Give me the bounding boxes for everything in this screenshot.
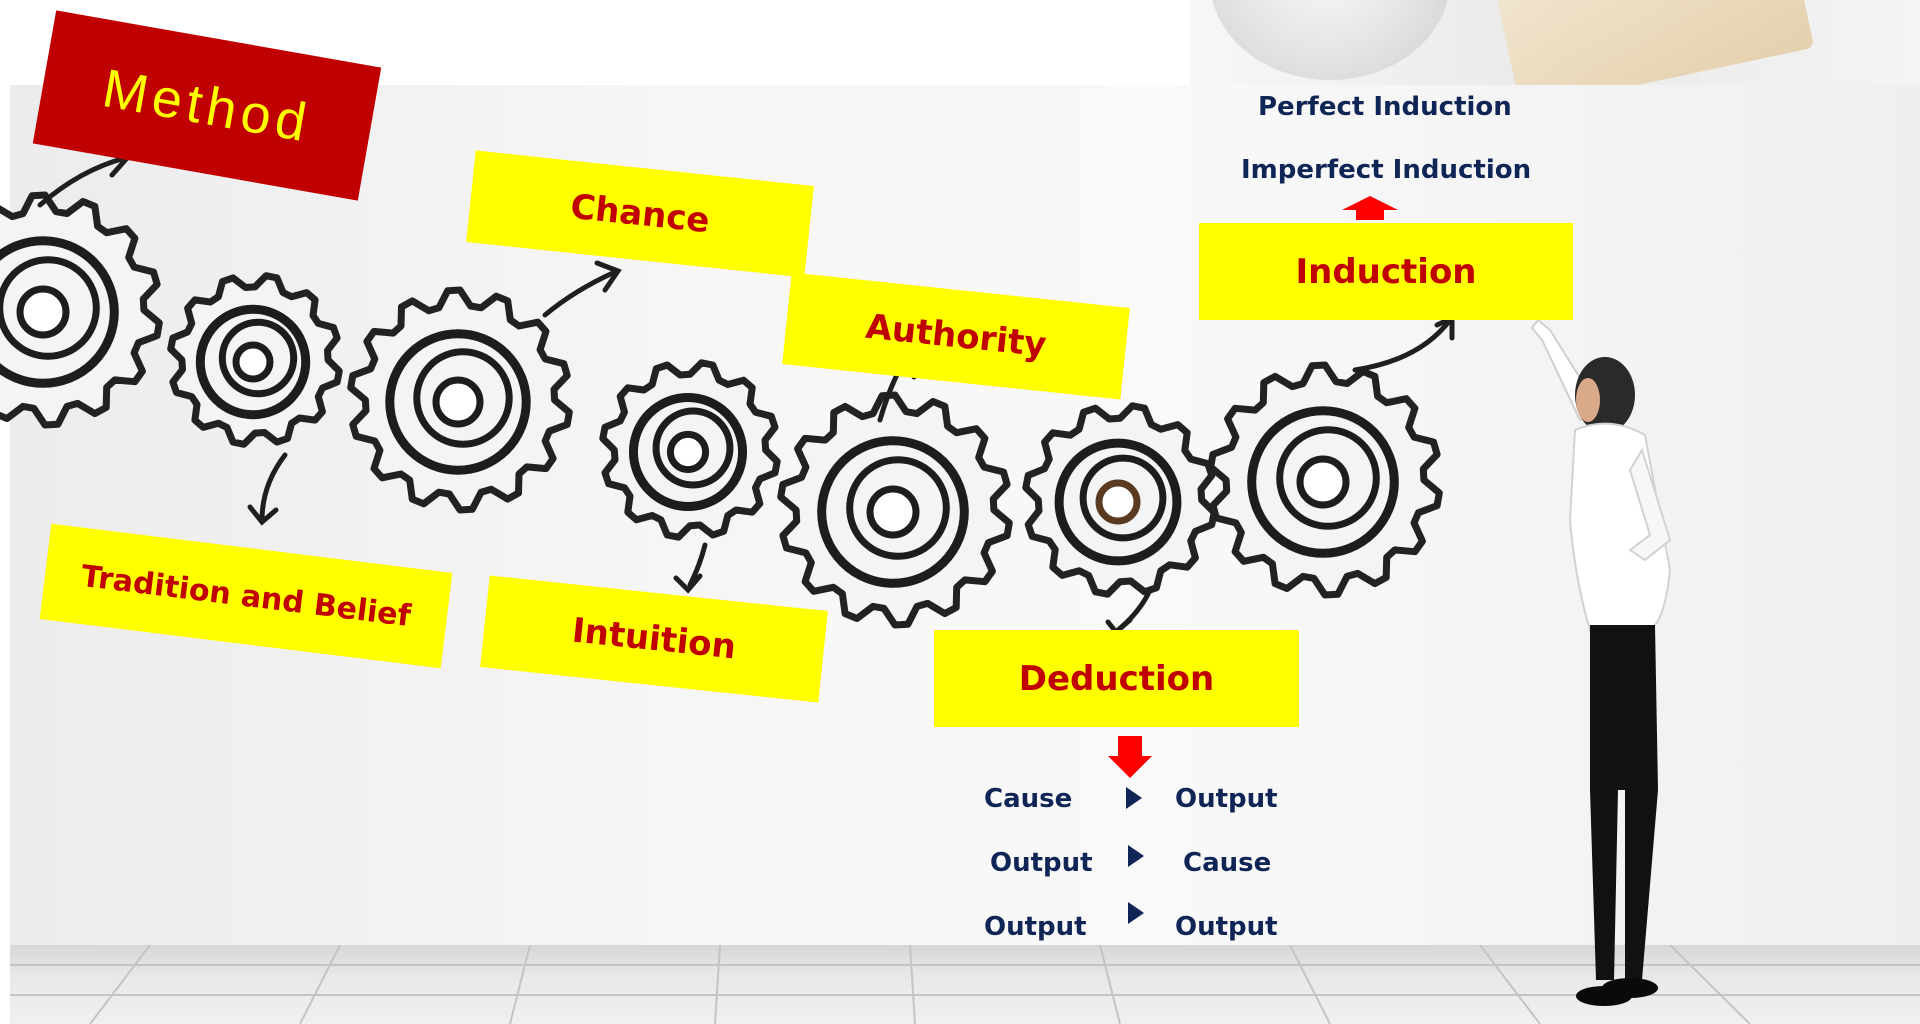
gear-icon: [0, 191, 163, 429]
induction-label: Induction: [1199, 223, 1573, 320]
imperfect-induction-text: Imperfect Induction: [1241, 155, 1532, 185]
gear-icon: [1022, 402, 1218, 598]
deduction-row-2-from: Output: [990, 848, 1093, 878]
arrow-right-icon: [1128, 902, 1144, 924]
deduction-row-3-from: Output: [984, 912, 1087, 942]
deduction-row-1-to: Output: [1175, 784, 1278, 814]
deduction-label: Deduction: [934, 630, 1299, 727]
arrow-right-icon: [1126, 787, 1142, 809]
deduction-row-2-to: Cause: [1183, 848, 1272, 878]
sketch-arrow: [594, 260, 622, 293]
down-arrow-icon: [1108, 736, 1152, 778]
person-image: [1530, 320, 1672, 1006]
deduction-row-1-from: Cause: [984, 784, 1073, 814]
sketch-arrow: [259, 452, 288, 523]
gear-icon: [777, 391, 1013, 629]
sketch-arrow: [542, 269, 618, 318]
arrow-right-icon: [1128, 845, 1144, 867]
sketch-arrow: [37, 155, 128, 208]
sketch-arrow: [1352, 317, 1453, 373]
gear-icon: [347, 286, 573, 514]
sketch-arrow: [247, 504, 279, 526]
sketch-arrow: [673, 573, 703, 594]
gear-icon: [1207, 361, 1443, 599]
perfect-induction-text: Perfect Induction: [1258, 92, 1512, 122]
deduction-row-3-to: Output: [1175, 912, 1278, 942]
up-arrow-icon: [1342, 196, 1398, 220]
gear-icon: [599, 359, 781, 541]
gear-icon: [167, 272, 343, 448]
sketch-arrow: [687, 542, 708, 588]
